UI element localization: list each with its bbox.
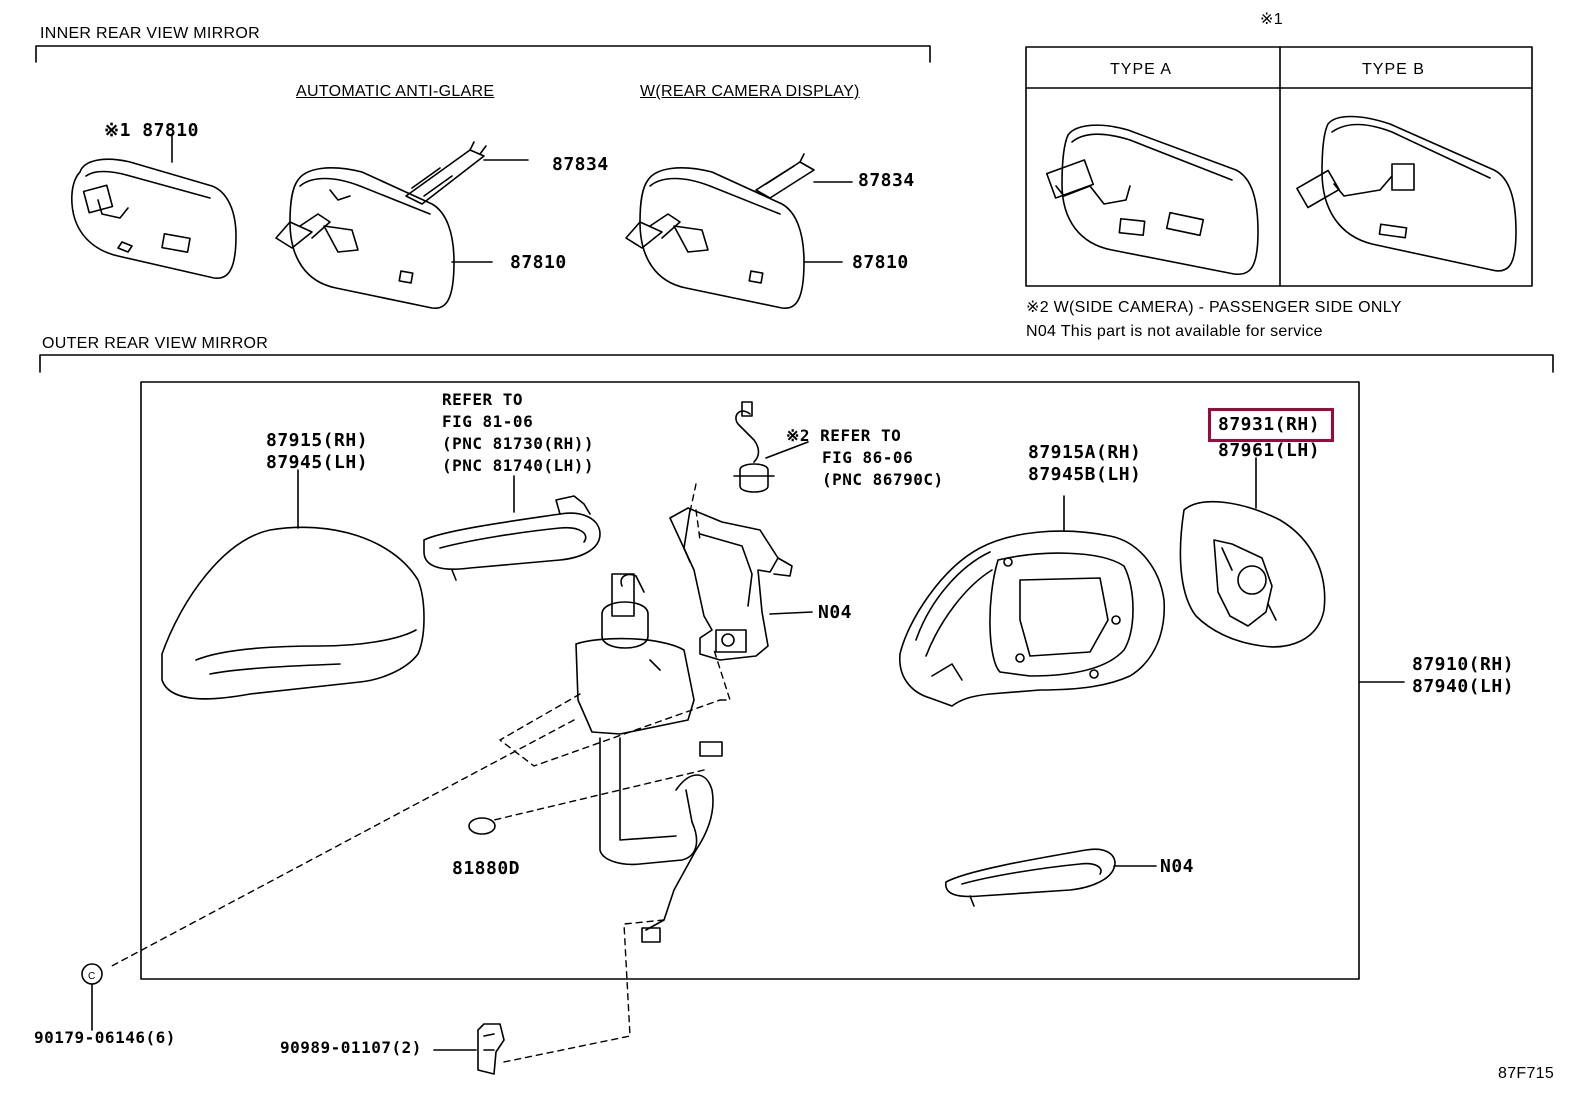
part-label-n04-turn-signal[interactable]: N04 <box>1160 856 1195 877</box>
refer-fig-86-06-line3: (PNC 86790C) <box>822 470 944 489</box>
part-label-81880d[interactable]: 81880D <box>452 858 521 879</box>
refer-fig-86-06-line1: ※2 REFER TO <box>786 426 902 445</box>
refer-fig-81-06-line4: (PNC 81740(LH)) <box>442 456 594 475</box>
part-label-87940-lh[interactable]: 87940(LH) <box>1412 676 1515 697</box>
inner-section-title: INNER REAR VIEW MIRROR <box>40 25 260 42</box>
part-label-87945-lh[interactable]: 87945(LH) <box>266 452 369 473</box>
part-label-87810-basic[interactable]: ※1 87810 <box>104 120 199 141</box>
inner-mirror-basic-icon <box>71 133 237 279</box>
side-camera-note: ※2 W(SIDE CAMERA) - PASSENGER SIDE ONLY <box>1026 299 1402 316</box>
turn-signal-upper-icon <box>423 475 601 581</box>
inner-mirror-camera-icon <box>625 153 853 309</box>
type-table-note-mark: ※1 <box>1260 11 1283 28</box>
grommet-icon <box>468 817 496 835</box>
refer-fig-81-06-line3: (PNC 81730(RH)) <box>442 434 594 453</box>
part-label-n04-actuator[interactable]: N04 <box>818 602 853 623</box>
mirror-cover-icon <box>161 469 425 700</box>
part-label-87945b-lh[interactable]: 87945B(LH) <box>1028 464 1142 485</box>
refer-fig-86-06-line2[interactable]: FIG 86-06 <box>822 448 914 467</box>
refer-fig-81-06-line1: REFER TO <box>442 390 524 409</box>
svg-text:C: C <box>88 971 95 982</box>
part-label-87915a-rh[interactable]: 87915A(RH) <box>1028 442 1142 463</box>
refer-fig-81-06-line2[interactable]: FIG 81-06 <box>442 412 534 431</box>
type-b-mirror-icon <box>1296 115 1517 272</box>
assembly-dashed-lines <box>107 483 731 1063</box>
part-label-87810-camera[interactable]: 87810 <box>852 252 909 273</box>
outer-section-bracket <box>39 354 1554 373</box>
clip-icon <box>433 1023 505 1075</box>
part-label-87961-lh[interactable]: 87961(LH) <box>1218 440 1321 461</box>
part-label-87834-auto[interactable]: 87834 <box>552 154 609 175</box>
outer-section-title: OUTER REAR VIEW MIRROR <box>42 335 269 352</box>
outer-parts-frame <box>140 381 1360 980</box>
mirror-housing-icon <box>899 495 1166 707</box>
turn-signal-lower-icon <box>945 848 1157 907</box>
part-label-87834-camera[interactable]: 87834 <box>858 170 915 191</box>
mirror-base-actuator-icon <box>575 507 813 943</box>
part-label-90989-01107[interactable]: 90989-01107(2) <box>280 1038 422 1057</box>
type-a-mirror-icon <box>1045 124 1259 276</box>
part-label-87931-rh[interactable]: 87931(RH) <box>1218 414 1321 435</box>
type-a-label: TYPE A <box>1110 61 1173 78</box>
inner-section-bracket <box>35 45 931 63</box>
figure-code: 87F715 <box>1498 1065 1555 1082</box>
part-label-87810-auto[interactable]: 87810 <box>510 252 567 273</box>
type-table <box>1025 46 1533 287</box>
automatic-anti-glare-label: AUTOMATIC ANTI-GLARE <box>296 83 495 100</box>
screw-icon: C <box>81 963 103 1031</box>
type-b-label: TYPE B <box>1362 61 1425 78</box>
part-label-87915-rh[interactable]: 87915(RH) <box>266 430 369 451</box>
highlight-box-87931 <box>1208 408 1334 442</box>
part-label-87910-rh[interactable]: 87910(RH) <box>1412 654 1515 675</box>
side-camera-icon <box>733 401 809 493</box>
part-label-90179-06146[interactable]: 90179-06146(6) <box>34 1028 176 1047</box>
inner-mirror-auto-icon <box>275 141 529 309</box>
mirror-glass-icon <box>1179 457 1326 648</box>
n04-not-available-note: N04 This part is not available for servi… <box>1026 323 1323 340</box>
rear-camera-display-label: W(REAR CAMERA DISPLAY) <box>640 83 860 100</box>
